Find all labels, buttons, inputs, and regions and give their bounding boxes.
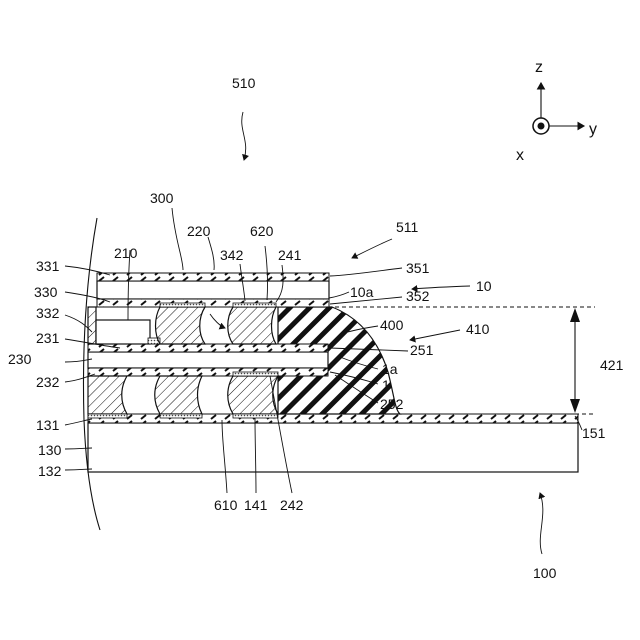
bump-lower-1 — [155, 376, 202, 414]
label-332: 332 — [36, 305, 60, 321]
label-210: 210 — [114, 245, 138, 261]
film-232 — [88, 368, 328, 376]
film-351 — [97, 273, 329, 281]
label-510: 510 — [232, 75, 256, 91]
chip-230 — [88, 352, 328, 368]
label-241: 241 — [278, 247, 302, 263]
dim-arrow-down-icon — [570, 399, 580, 413]
label-252: 252 — [380, 396, 404, 412]
label-400: 400 — [380, 317, 404, 333]
bump-lower-left — [88, 376, 127, 414]
label-151: 151 — [582, 425, 606, 441]
bump-lower-2 — [228, 376, 278, 414]
bump-332 — [88, 307, 96, 344]
x-axis-label: x — [516, 147, 524, 164]
label-130: 130 — [38, 442, 62, 458]
axis-indicator: z y x — [516, 59, 597, 164]
label-511: 511 — [396, 219, 419, 235]
label-10a: 10a — [350, 284, 374, 300]
label-231: 231 — [36, 330, 60, 346]
label-1: 1 — [382, 377, 390, 393]
label-251: 251 — [410, 342, 434, 358]
label-610: 610 — [214, 497, 238, 513]
label-242: 242 — [280, 497, 304, 513]
label-351: 351 — [406, 260, 430, 276]
film-352 — [97, 299, 329, 307]
film-231 — [88, 344, 328, 352]
dim-arrow-up-icon — [570, 308, 580, 322]
bump-upper-1 — [156, 307, 206, 344]
label-342: 342 — [220, 247, 244, 263]
label-10: 10 — [476, 278, 492, 294]
pad-242 — [233, 372, 278, 376]
block-210 — [96, 320, 150, 344]
label-330: 330 — [34, 284, 58, 300]
z-axis-label: z — [535, 59, 543, 76]
bump-upper-2 — [228, 307, 276, 344]
label-132: 132 — [38, 463, 62, 479]
label-141: 141 — [244, 497, 268, 513]
label-232: 232 — [36, 374, 60, 390]
substrate-130 — [88, 423, 578, 472]
y-axis-label: y — [589, 121, 597, 138]
chip-10 — [97, 281, 329, 299]
label-230: 230 — [8, 351, 32, 367]
pad-lower-2 — [233, 414, 278, 418]
pad-upper-2 — [233, 303, 276, 307]
x-axis-dot-icon — [538, 123, 545, 130]
label-421: 421 — [600, 357, 624, 373]
pad-upper-1 — [160, 303, 205, 307]
pad-lower-1 — [160, 414, 202, 418]
label-331: 331 — [36, 258, 60, 274]
label-131: 131 — [36, 417, 60, 433]
pad-lower-left — [88, 414, 127, 418]
label-410: 410 — [466, 321, 490, 337]
label-1a: 1a — [382, 361, 398, 377]
label-220: 220 — [187, 223, 211, 239]
label-352: 352 — [406, 288, 430, 304]
label-300: 300 — [150, 190, 174, 206]
label-620: 620 — [250, 223, 274, 239]
label-100: 100 — [533, 565, 557, 581]
